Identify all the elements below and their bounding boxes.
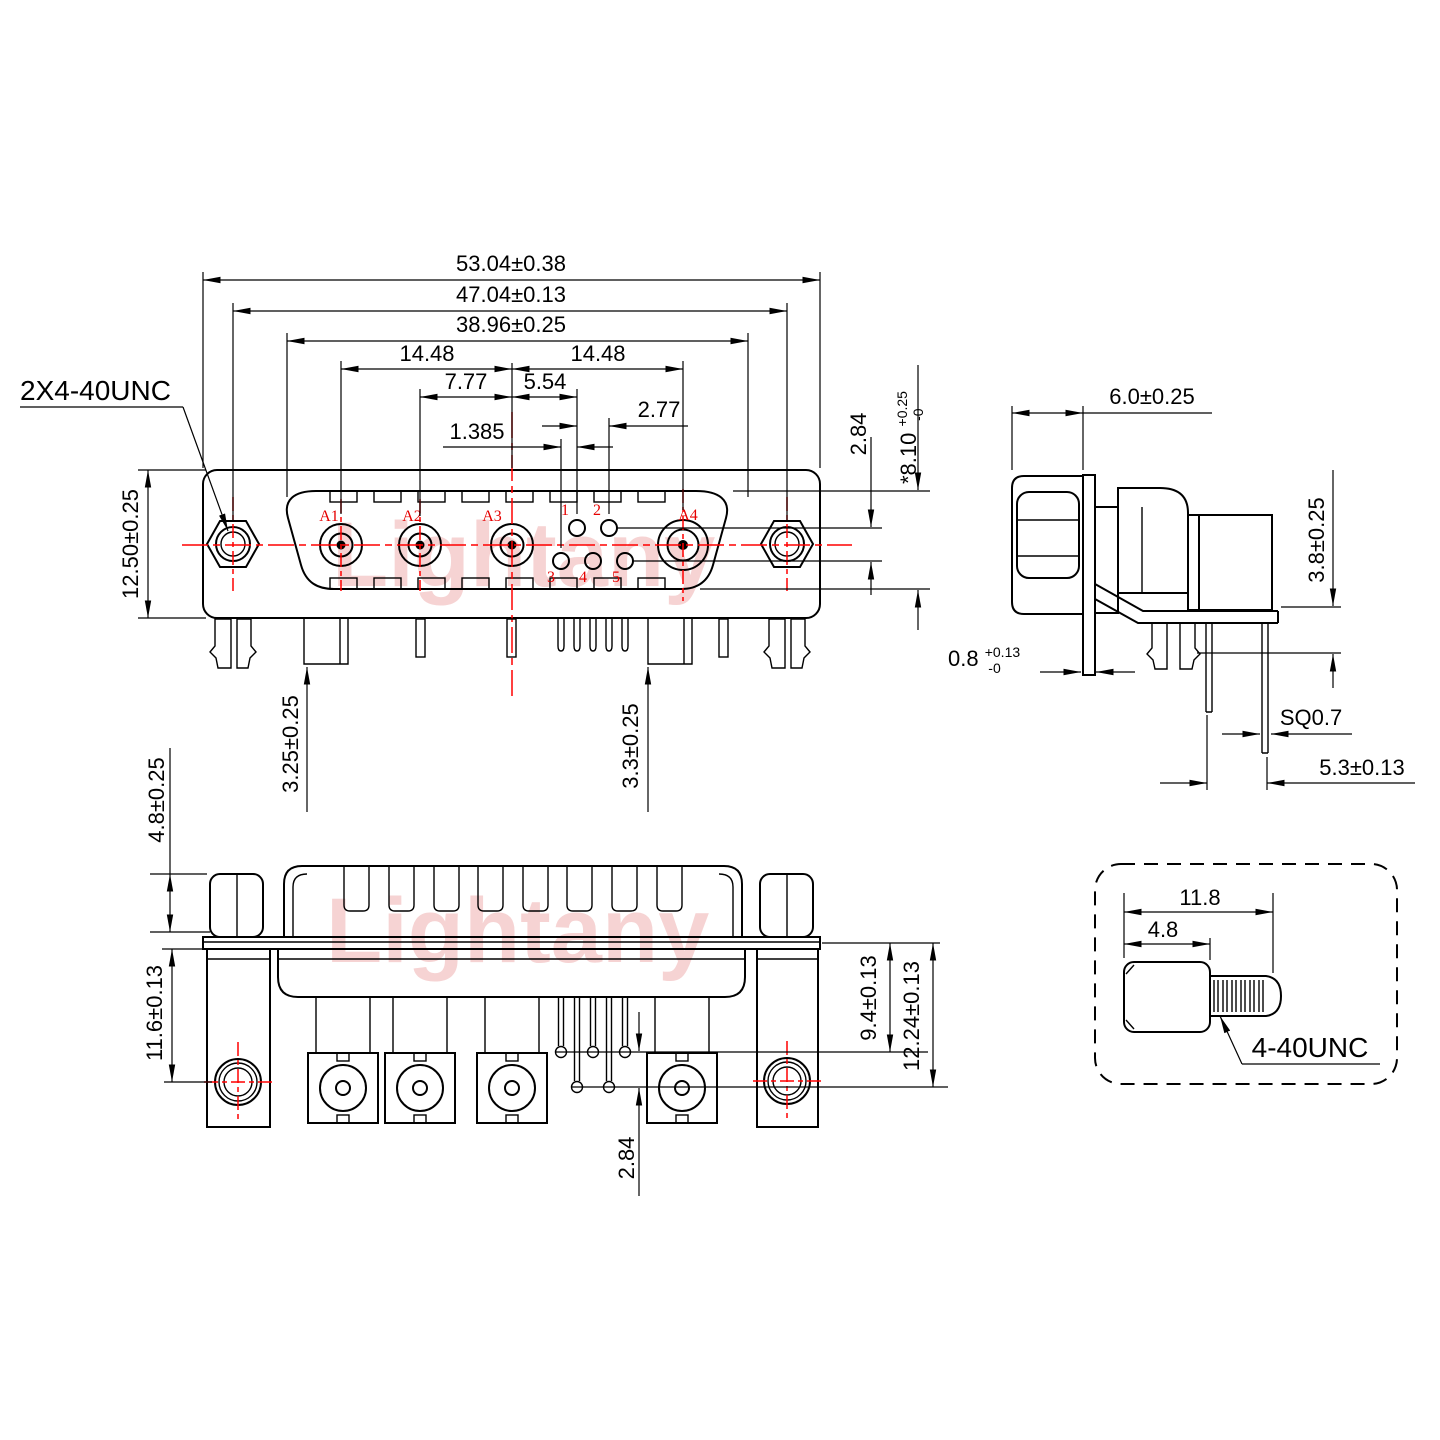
ground-indents (329, 490, 666, 590)
square-pin (1261, 623, 1269, 754)
dim-coax-span-left: 14.48 (399, 341, 454, 366)
dim-a2-to-center: 7.77 (445, 369, 488, 394)
coax-necks (315, 997, 710, 1053)
pin-label-1: 1 (561, 502, 569, 519)
flange-side (1082, 474, 1096, 676)
bottom-view: 4.8±0.25 11.6±0.13 9.4±0.13 12.24±0.13 2… (142, 748, 948, 1196)
dim-screw-head-length: 4.8 (1148, 917, 1179, 942)
shell-side (1011, 475, 1084, 615)
molded-body (1117, 487, 1189, 594)
insulator-body (277, 949, 746, 998)
coax-label-a3: A3 (482, 508, 502, 525)
watermark: Lightany Lightany (326, 504, 715, 982)
dim-insert-width: 38.96±0.25 (456, 312, 566, 337)
screw-dim-lines (1123, 893, 1380, 1065)
dim-tab-left: 3.25±0.25 (278, 695, 303, 793)
bottom-extension-lines (150, 873, 948, 1088)
dim-screw-total-length: 11.8 (1179, 885, 1220, 910)
side-dimension-lines (1012, 409, 1415, 787)
dim-pin-row1-depth: 9.4±0.13 (856, 955, 881, 1040)
coax-bodies (307, 1052, 718, 1124)
dim-tab-right: 3.3±0.25 (618, 703, 643, 788)
pin-label-3: 3 (547, 569, 555, 586)
signal-pin-tails (554, 997, 632, 1094)
dim-pin-row2-depth: 12.24±0.13 (899, 961, 924, 1071)
dim-flange-thickness: 0.8 +0.13 -0 (948, 637, 1026, 676)
board-locks-and-tails (209, 618, 811, 669)
body-step2 (1187, 514, 1200, 611)
board-lock-side (1146, 622, 1269, 754)
dim-bracket-height: 3.8±0.25 (1304, 497, 1329, 582)
pin-label-2: 2 (593, 502, 601, 519)
dim-pin-row-offset: 2.84 (846, 413, 871, 456)
dim-flange-height: 12.50±0.25 (118, 489, 143, 599)
dim-pin-pitch: 2.77 (638, 397, 681, 422)
shell-slots (343, 866, 683, 912)
bottom-dimension-lines (166, 748, 937, 1196)
flange-back (202, 936, 821, 950)
watermark-text: Lightany (332, 504, 715, 606)
svg-text:*8.10 +0.25 -0: *8.10 +0.25 -0 (887, 385, 926, 484)
right-angle-bracket (1094, 583, 1279, 624)
side-view: 6.0±0.25 3.8±0.25 0.8 +0.13 -0 SQ0.7 5.3… (948, 384, 1415, 790)
dim-nut-height: 4.8±0.25 (144, 757, 169, 842)
screw (1123, 961, 1283, 1033)
screw-detail: 11.8 4.8 4-40UNC (1094, 863, 1398, 1085)
dim-pin-square: SQ0.7 (1280, 705, 1342, 730)
detail-border (1094, 863, 1398, 1085)
centerlines-back (204, 1041, 821, 1122)
dim-pin-length: 5.3±0.13 (1319, 755, 1404, 780)
dimension-lines (20, 276, 922, 812)
d-sub-insert (285, 490, 729, 590)
pin-label-5: 5 (612, 569, 620, 586)
shell-back (283, 865, 743, 937)
body-step (1094, 506, 1119, 614)
dim-mount-width: 47.04±0.13 (456, 282, 566, 307)
screw-thread-label: 4-40UNC (1252, 1032, 1369, 1063)
extension-lines (138, 272, 930, 619)
watermark-text: Lightany (326, 880, 709, 982)
coax-label-a2: A2 (402, 508, 422, 525)
dim-insert-height: *8.10 +0.25 -0 (887, 385, 926, 484)
front-view: A1 A2 A3 A4 1 2 3 4 5 (20, 251, 930, 812)
thread-callout: 2X4-40UNC (20, 375, 171, 406)
dim-total-width: 53.04±0.38 (456, 251, 566, 276)
dim-center-to-pin1: 5.54 (524, 369, 567, 394)
coax-label-a4: A4 (678, 507, 698, 524)
pin-label-4: 4 (579, 569, 587, 586)
dim-coax-span-right: 14.48 (570, 341, 625, 366)
contact-block-side (1198, 514, 1273, 611)
dim-pin-half-pitch: 1.385 (449, 419, 504, 444)
hex-nut-side (1016, 491, 1080, 579)
threads (1213, 980, 1264, 1012)
dim-pin-row-offset-back: 2.84 (614, 1137, 639, 1180)
side-extension-lines (1011, 406, 1341, 790)
dim-standoff-length: 11.6±0.13 (142, 965, 167, 1061)
coax-label-a1: A1 (319, 508, 339, 525)
dim-shell-depth: 6.0±0.25 (1109, 384, 1194, 409)
